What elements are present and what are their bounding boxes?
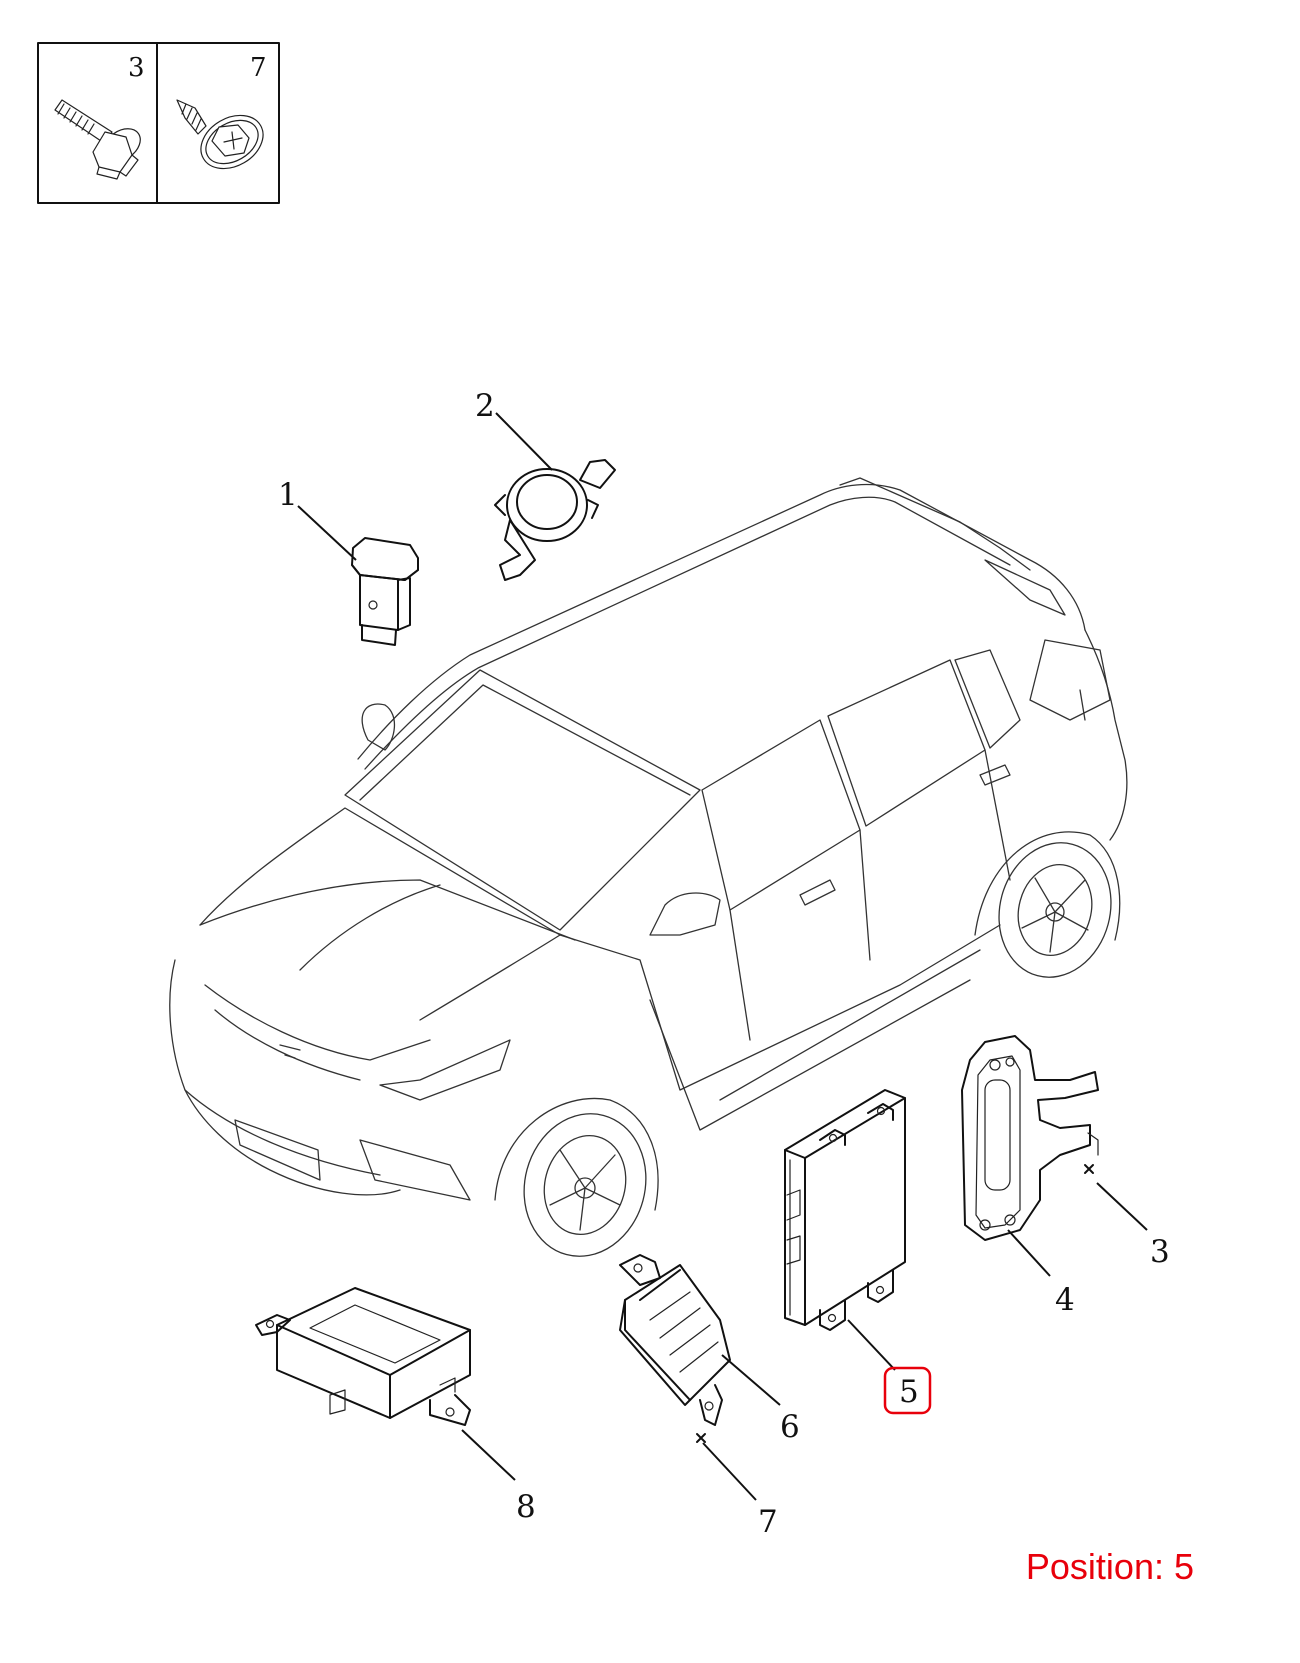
part-4-bracket	[961, 1035, 1099, 1241]
callout-7: 7	[758, 1504, 778, 1540]
leader-2	[495, 412, 553, 471]
leader-3	[1096, 1182, 1148, 1231]
fastener-marker-3	[1084, 1164, 1094, 1174]
callout-numbers: 1 2 3 4 5 6 7 8	[278, 388, 1170, 1540]
part-5-module	[784, 1089, 906, 1331]
fastener-inset: 3 7	[37, 42, 280, 204]
callout-8: 8	[516, 1489, 536, 1525]
callout-6: 6	[780, 1409, 800, 1445]
hex-flange-bolt-icon	[54, 99, 141, 180]
part-6-antenna	[619, 1254, 731, 1426]
vehicle-outline	[169, 477, 1128, 1257]
callout-3: 3	[1150, 1234, 1170, 1270]
highlight-box	[883, 1366, 932, 1415]
callout-5: 5	[899, 1374, 919, 1410]
fastener-marker-7	[696, 1433, 706, 1443]
leader-lines	[297, 412, 1148, 1501]
self-tapping-screw-icon	[176, 99, 264, 170]
leader-1	[297, 505, 357, 561]
leader-5	[847, 1319, 896, 1371]
part-2-sensor	[494, 459, 616, 581]
leader-4	[1007, 1229, 1051, 1277]
inset-number-3: 3	[128, 53, 145, 83]
leader-7	[702, 1442, 757, 1501]
callout-1: 1	[278, 477, 298, 513]
leader-8	[461, 1429, 516, 1481]
callout-4: 4	[1055, 1282, 1075, 1318]
part-1-switch	[351, 537, 419, 646]
leader-6	[721, 1354, 781, 1406]
callout-2: 2	[475, 388, 495, 424]
position-label: Position: 5	[1025, 1546, 1194, 1587]
inset-number-7: 7	[250, 53, 267, 83]
part-8-box-module	[255, 1287, 471, 1426]
